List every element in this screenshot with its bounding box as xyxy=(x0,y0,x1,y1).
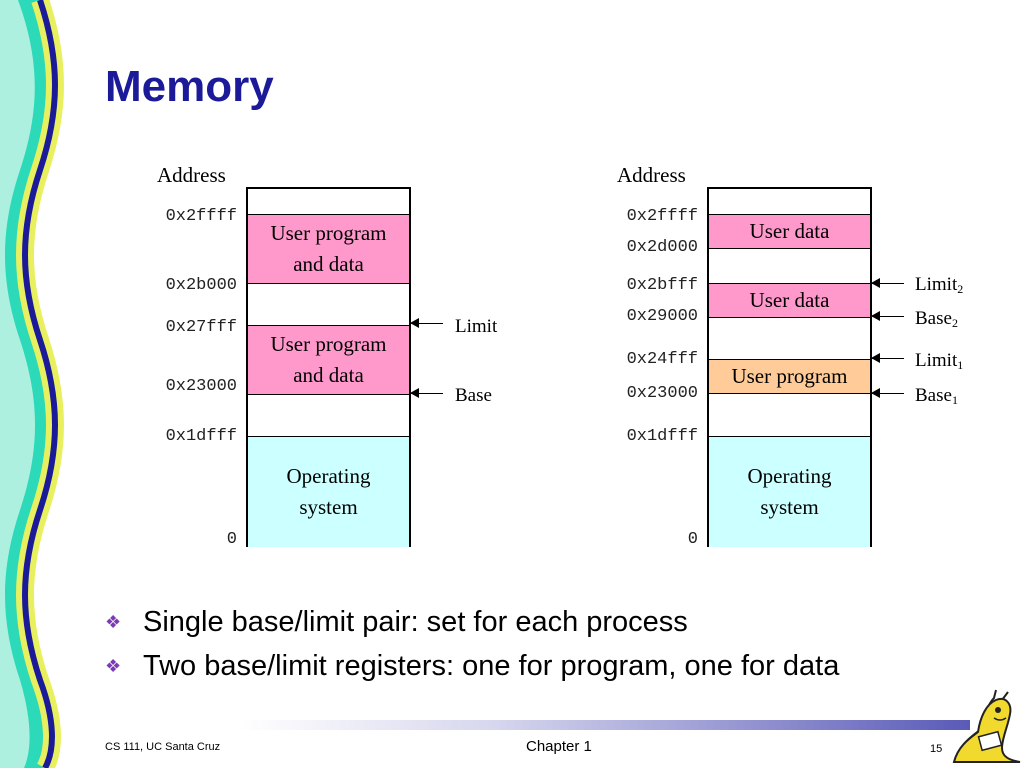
address-label: 0x29000 xyxy=(626,307,698,326)
address-label: 0x23000 xyxy=(626,384,698,403)
left-wave-decoration xyxy=(0,0,80,768)
segment-label: Operating xyxy=(286,464,371,488)
bullet-text: Two base/limit registers: one for progra… xyxy=(143,649,840,682)
address-label: 0x1dfff xyxy=(626,427,698,446)
user-data-segment: User data xyxy=(709,283,870,318)
memory-column: User data User data User program Operati… xyxy=(707,187,872,547)
user-program-segment: User program xyxy=(709,359,870,394)
bullet-list: ❖ Single base/limit pair: set for each p… xyxy=(105,600,839,688)
address-label: 0x1dfff xyxy=(165,427,237,446)
limit-label: Limit xyxy=(455,316,498,337)
segment-label: Operating xyxy=(747,464,832,488)
address-label: 0x27fff xyxy=(165,318,237,337)
user-segment: User program and data xyxy=(248,325,409,395)
diamond-bullet-icon: ❖ xyxy=(105,611,122,632)
base1-label: Base1 xyxy=(915,385,958,407)
segment-label: User data xyxy=(749,219,830,243)
limit1-label: Limit1 xyxy=(915,350,964,372)
segment-label: User data xyxy=(749,288,830,312)
memory-column: User program and data User program and dat… xyxy=(246,187,411,547)
address-header: Address xyxy=(157,163,226,187)
bullet-item: ❖ Two base/limit registers: one for prog… xyxy=(105,644,839,688)
slug-mascot-icon xyxy=(952,689,1021,763)
address-label: 0 xyxy=(226,530,237,549)
base2-label: Base2 xyxy=(915,308,958,330)
segment-label: system xyxy=(760,495,819,519)
segment-label: User program xyxy=(270,221,387,245)
segment-label: User program xyxy=(270,332,387,356)
user-segment: User program and data xyxy=(248,214,409,284)
address-label: 0x23000 xyxy=(165,377,237,396)
segment-label: and data xyxy=(293,363,364,387)
address-label: 0 xyxy=(687,530,698,549)
base-label: Base xyxy=(455,385,492,406)
limit-arrow-icon xyxy=(410,318,443,328)
footer-course: CS 111, UC Santa Cruz xyxy=(105,741,221,753)
base-arrow-icon xyxy=(410,388,443,398)
address-label: 0x2bfff xyxy=(626,276,698,295)
base1-arrow-icon xyxy=(871,388,904,398)
diamond-bullet-icon: ❖ xyxy=(105,655,122,676)
os-segment: Operating system xyxy=(709,436,870,547)
segment-label: and data xyxy=(293,252,364,276)
limit2-label: Limit2 xyxy=(915,274,964,296)
bullet-item: ❖ Single base/limit pair: set for each p… xyxy=(105,600,839,644)
address-label: 0x2ffff xyxy=(626,207,698,226)
user-data-segment: User data xyxy=(709,214,870,249)
footer-gradient-bar xyxy=(240,720,970,730)
bullet-text: Single base/limit pair: set for each pro… xyxy=(143,605,688,638)
segment-label: system xyxy=(299,495,358,519)
limit1-arrow-icon xyxy=(871,353,904,363)
address-label: 0x2b000 xyxy=(165,276,237,295)
address-label: 0x2ffff xyxy=(165,207,237,226)
page-number: 15 xyxy=(930,743,943,755)
limit2-arrow-icon xyxy=(871,278,904,288)
base2-arrow-icon xyxy=(871,311,904,321)
address-label: 0x2d000 xyxy=(626,238,698,257)
slide-title: Memory xyxy=(105,62,274,111)
address-label: 0x24fff xyxy=(626,350,698,369)
segment-label: User program xyxy=(731,364,848,388)
footer-chapter: Chapter 1 xyxy=(526,738,592,755)
address-header: Address xyxy=(617,163,686,187)
os-segment: Operating system xyxy=(248,436,409,547)
